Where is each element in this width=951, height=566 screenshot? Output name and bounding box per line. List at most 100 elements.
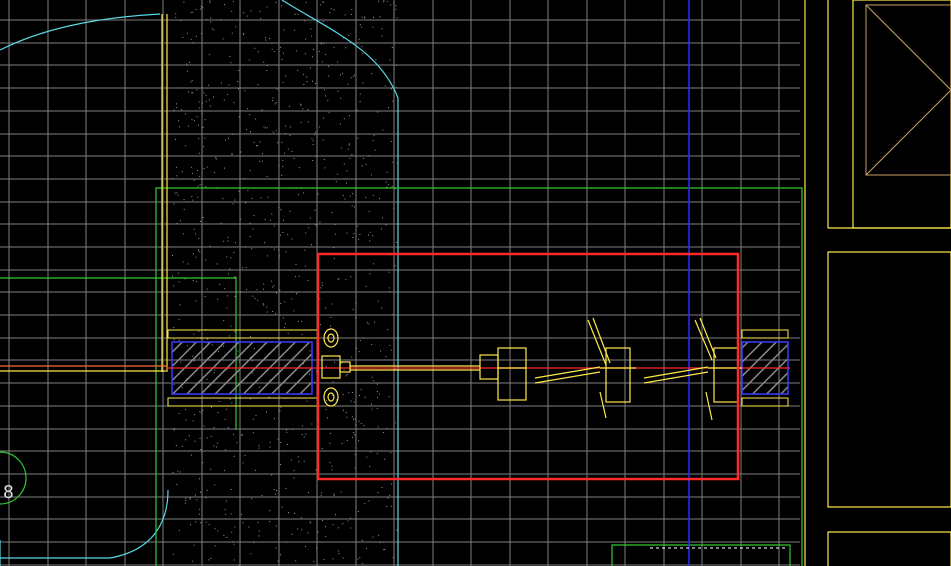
speckle-dot bbox=[281, 141, 283, 143]
speckle-dot bbox=[350, 13, 352, 15]
speckle-dot bbox=[362, 82, 364, 84]
speckle-dot bbox=[231, 32, 233, 34]
speckle-dot bbox=[288, 512, 289, 514]
speckle-dot bbox=[320, 42, 322, 44]
speckle-dot bbox=[305, 1, 307, 3]
speckle-dot bbox=[241, 267, 243, 269]
speckle-dot bbox=[384, 549, 386, 550]
speckle-dot bbox=[214, 172, 216, 174]
speckle-dot bbox=[349, 517, 351, 519]
speckle-dot bbox=[216, 263, 218, 265]
speckle-dot bbox=[393, 261, 395, 263]
speckle-dot bbox=[384, 458, 386, 460]
speckle-dot bbox=[372, 536, 374, 538]
speckle-dot bbox=[342, 195, 344, 197]
speckle-dot bbox=[345, 47, 347, 49]
speckle-dot bbox=[348, 392, 350, 394]
speckle-dot bbox=[191, 80, 193, 82]
speckle-dot bbox=[371, 376, 373, 378]
speckle-dot bbox=[343, 118, 345, 120]
speckle-dot bbox=[332, 558, 334, 560]
speckle-dot bbox=[280, 442, 282, 443]
speckle-dot bbox=[396, 64, 397, 66]
speckle-dot bbox=[206, 19, 208, 21]
speckle-dot bbox=[352, 75, 354, 77]
speckle-dot bbox=[172, 178, 174, 180]
speckle-dot bbox=[205, 497, 207, 499]
speckle-dot bbox=[322, 139, 324, 141]
speckle-dot bbox=[317, 531, 319, 533]
speckle-dot bbox=[307, 121, 309, 123]
speckle-dot bbox=[312, 140, 314, 142]
speckle-dot bbox=[192, 280, 194, 281]
speckle-dot bbox=[190, 11, 192, 13]
speckle-dot bbox=[199, 184, 201, 186]
selection-box[interactable] bbox=[316, 252, 740, 481]
speckle-dot bbox=[230, 513, 232, 515]
speckle-dot bbox=[365, 163, 367, 165]
speckle-dot bbox=[233, 252, 235, 254]
speckle-dot bbox=[279, 289, 281, 291]
speckle-dot bbox=[349, 157, 351, 159]
speckle-dot bbox=[192, 253, 194, 255]
speckle-dot bbox=[210, 435, 212, 437]
speckle-dot bbox=[266, 311, 268, 313]
speckle-dot bbox=[198, 101, 200, 103]
speckle-dot bbox=[319, 298, 321, 300]
speckle-dot bbox=[271, 474, 273, 476]
speckle-dot bbox=[389, 59, 391, 61]
speckle-dot bbox=[330, 432, 332, 434]
speckle-dot bbox=[325, 366, 327, 368]
speckle-dot bbox=[304, 265, 306, 267]
speckle-dot bbox=[175, 166, 177, 168]
speckle-dot bbox=[372, 195, 374, 196]
speckle-dot bbox=[203, 146, 205, 148]
speckle-dot bbox=[293, 477, 295, 479]
speckle-dot bbox=[323, 1, 325, 3]
speckle-dot bbox=[297, 13, 299, 15]
cyan-curve-bottom bbox=[0, 489, 169, 559]
speckle-dot bbox=[185, 113, 186, 115]
speckle-dot bbox=[343, 369, 345, 371]
speckle-dot bbox=[250, 336, 251, 338]
speckle-dot bbox=[258, 535, 260, 537]
speckle-dot bbox=[247, 108, 248, 110]
speckle-dot bbox=[393, 207, 395, 209]
gear-housing-a bbox=[497, 347, 527, 401]
speckle-dot bbox=[287, 332, 289, 334]
speckle-dot bbox=[224, 178, 226, 180]
speckle-dot bbox=[312, 160, 314, 161]
speckle-dot bbox=[351, 356, 353, 358]
speckle-dot bbox=[200, 449, 202, 450]
speckle-dot bbox=[282, 166, 284, 168]
speckle-dot bbox=[202, 126, 204, 128]
speckle-dot bbox=[176, 103, 178, 105]
speckle-dot bbox=[279, 410, 281, 412]
speckle-dot bbox=[278, 249, 279, 251]
speckle-dot bbox=[360, 388, 362, 390]
speckle-dot bbox=[271, 213, 273, 215]
speckle-dot bbox=[325, 526, 326, 527]
speckle-dot bbox=[193, 544, 195, 546]
speckle-dot bbox=[232, 0, 234, 2]
speckle-dot bbox=[191, 196, 193, 197]
speckle-dot bbox=[215, 158, 217, 160]
speckle-dot bbox=[354, 418, 356, 420]
speckle-dot bbox=[384, 85, 386, 87]
speckle-dot bbox=[178, 339, 180, 341]
speckle-dot bbox=[276, 490, 278, 491]
speckle-dot bbox=[275, 102, 277, 104]
mechanical-assembly bbox=[321, 317, 742, 421]
speckle-dot bbox=[343, 163, 345, 165]
speckle-dot bbox=[266, 70, 268, 71]
speckle-dot bbox=[271, 280, 272, 282]
speckle-dot bbox=[340, 147, 342, 149]
speckle-dot bbox=[284, 301, 286, 303]
speckle-dot bbox=[361, 16, 363, 18]
speckle-dot bbox=[248, 59, 250, 61]
speckle-dot bbox=[209, 105, 211, 107]
speckle-dot bbox=[200, 8, 202, 10]
gear-housing-b bbox=[605, 347, 631, 403]
